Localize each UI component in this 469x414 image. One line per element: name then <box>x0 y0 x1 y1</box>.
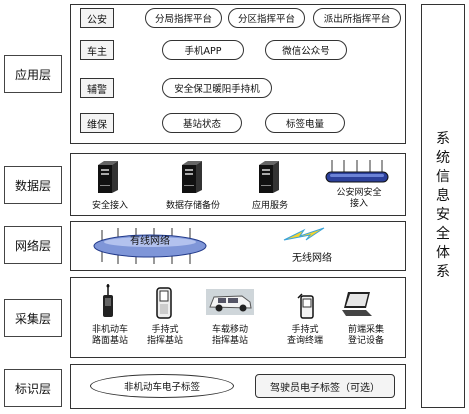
role-tag-owner: 车主 <box>80 40 114 60</box>
side-title-char: 全 <box>436 226 450 242</box>
side-title-char: 系 <box>436 264 450 280</box>
side-title: 系 统 信 息 安 全 体 系 <box>421 4 465 408</box>
data-item-caption: 安全接入 <box>91 201 128 211</box>
platform-station-command: 派出所指挥平台 <box>313 8 401 28</box>
side-title-char: 息 <box>436 188 450 204</box>
query-terminal-icon <box>297 293 314 319</box>
tag-battery: 标签电量 <box>265 113 345 133</box>
roadside-base-station-icon <box>103 284 113 317</box>
data-panel <box>70 153 406 216</box>
layer-label-collection: 采集层 <box>4 299 62 337</box>
side-title-char: 系 <box>436 131 450 147</box>
side-title-char: 安 <box>436 207 450 223</box>
driver-tag: 驾驶员电子标签（可选） <box>255 374 395 398</box>
collection-item-caption: 前端采集 登记设备 <box>347 325 384 346</box>
role-tag-maintenance: 维保 <box>80 113 114 133</box>
base-station-status: 基站状态 <box>162 113 242 133</box>
gateway-caption: 公安网安全 接入 <box>336 188 382 209</box>
lightning-icon <box>283 227 325 241</box>
role-tag-auxiliary: 辅警 <box>80 78 114 98</box>
layer-label-application: 应用层 <box>4 55 62 93</box>
collection-item-caption: 手持式 指挥基站 <box>146 325 183 346</box>
wireless-network-label: 无线网络 <box>292 253 332 264</box>
handheld-command-station-icon <box>156 287 172 319</box>
data-item-caption: 应用服务 <box>251 201 288 211</box>
registration-device-icon <box>342 292 372 316</box>
side-title-char: 体 <box>436 245 450 261</box>
wired-network-icon <box>93 228 207 264</box>
vehicle-icon <box>206 289 254 315</box>
collection-item-caption: 非机动车 路面基站 <box>91 325 128 346</box>
platform-branch-command: 分局指挥平台 <box>145 8 222 28</box>
server-icon <box>182 161 202 193</box>
collection-item-caption: 车载移动 指挥基站 <box>211 325 248 346</box>
layer-label-data: 数据层 <box>4 166 62 204</box>
wechat-account: 微信公众号 <box>265 40 347 60</box>
layer-label-identification: 标识层 <box>4 369 62 407</box>
handheld-security-device: 安全保卫暖阳手持机 <box>162 78 272 98</box>
wired-network-label: 有线网络 <box>130 236 170 247</box>
mobile-app: 手机APP <box>162 40 244 60</box>
layer-label-network: 网络层 <box>4 226 62 264</box>
role-tag-police: 公安 <box>80 8 114 28</box>
gateway-icon <box>325 160 389 183</box>
side-title-char: 信 <box>436 169 450 185</box>
platform-district-command: 分区指挥平台 <box>228 8 305 28</box>
server-icon <box>259 161 279 193</box>
data-item-caption: 数据存储备份 <box>165 201 220 211</box>
server-icon <box>98 161 118 193</box>
side-title-char: 统 <box>436 150 450 166</box>
non-motor-vehicle-tag: 非机动车电子标签 <box>90 374 234 398</box>
collection-item-caption: 手持式 查询终端 <box>286 325 323 346</box>
